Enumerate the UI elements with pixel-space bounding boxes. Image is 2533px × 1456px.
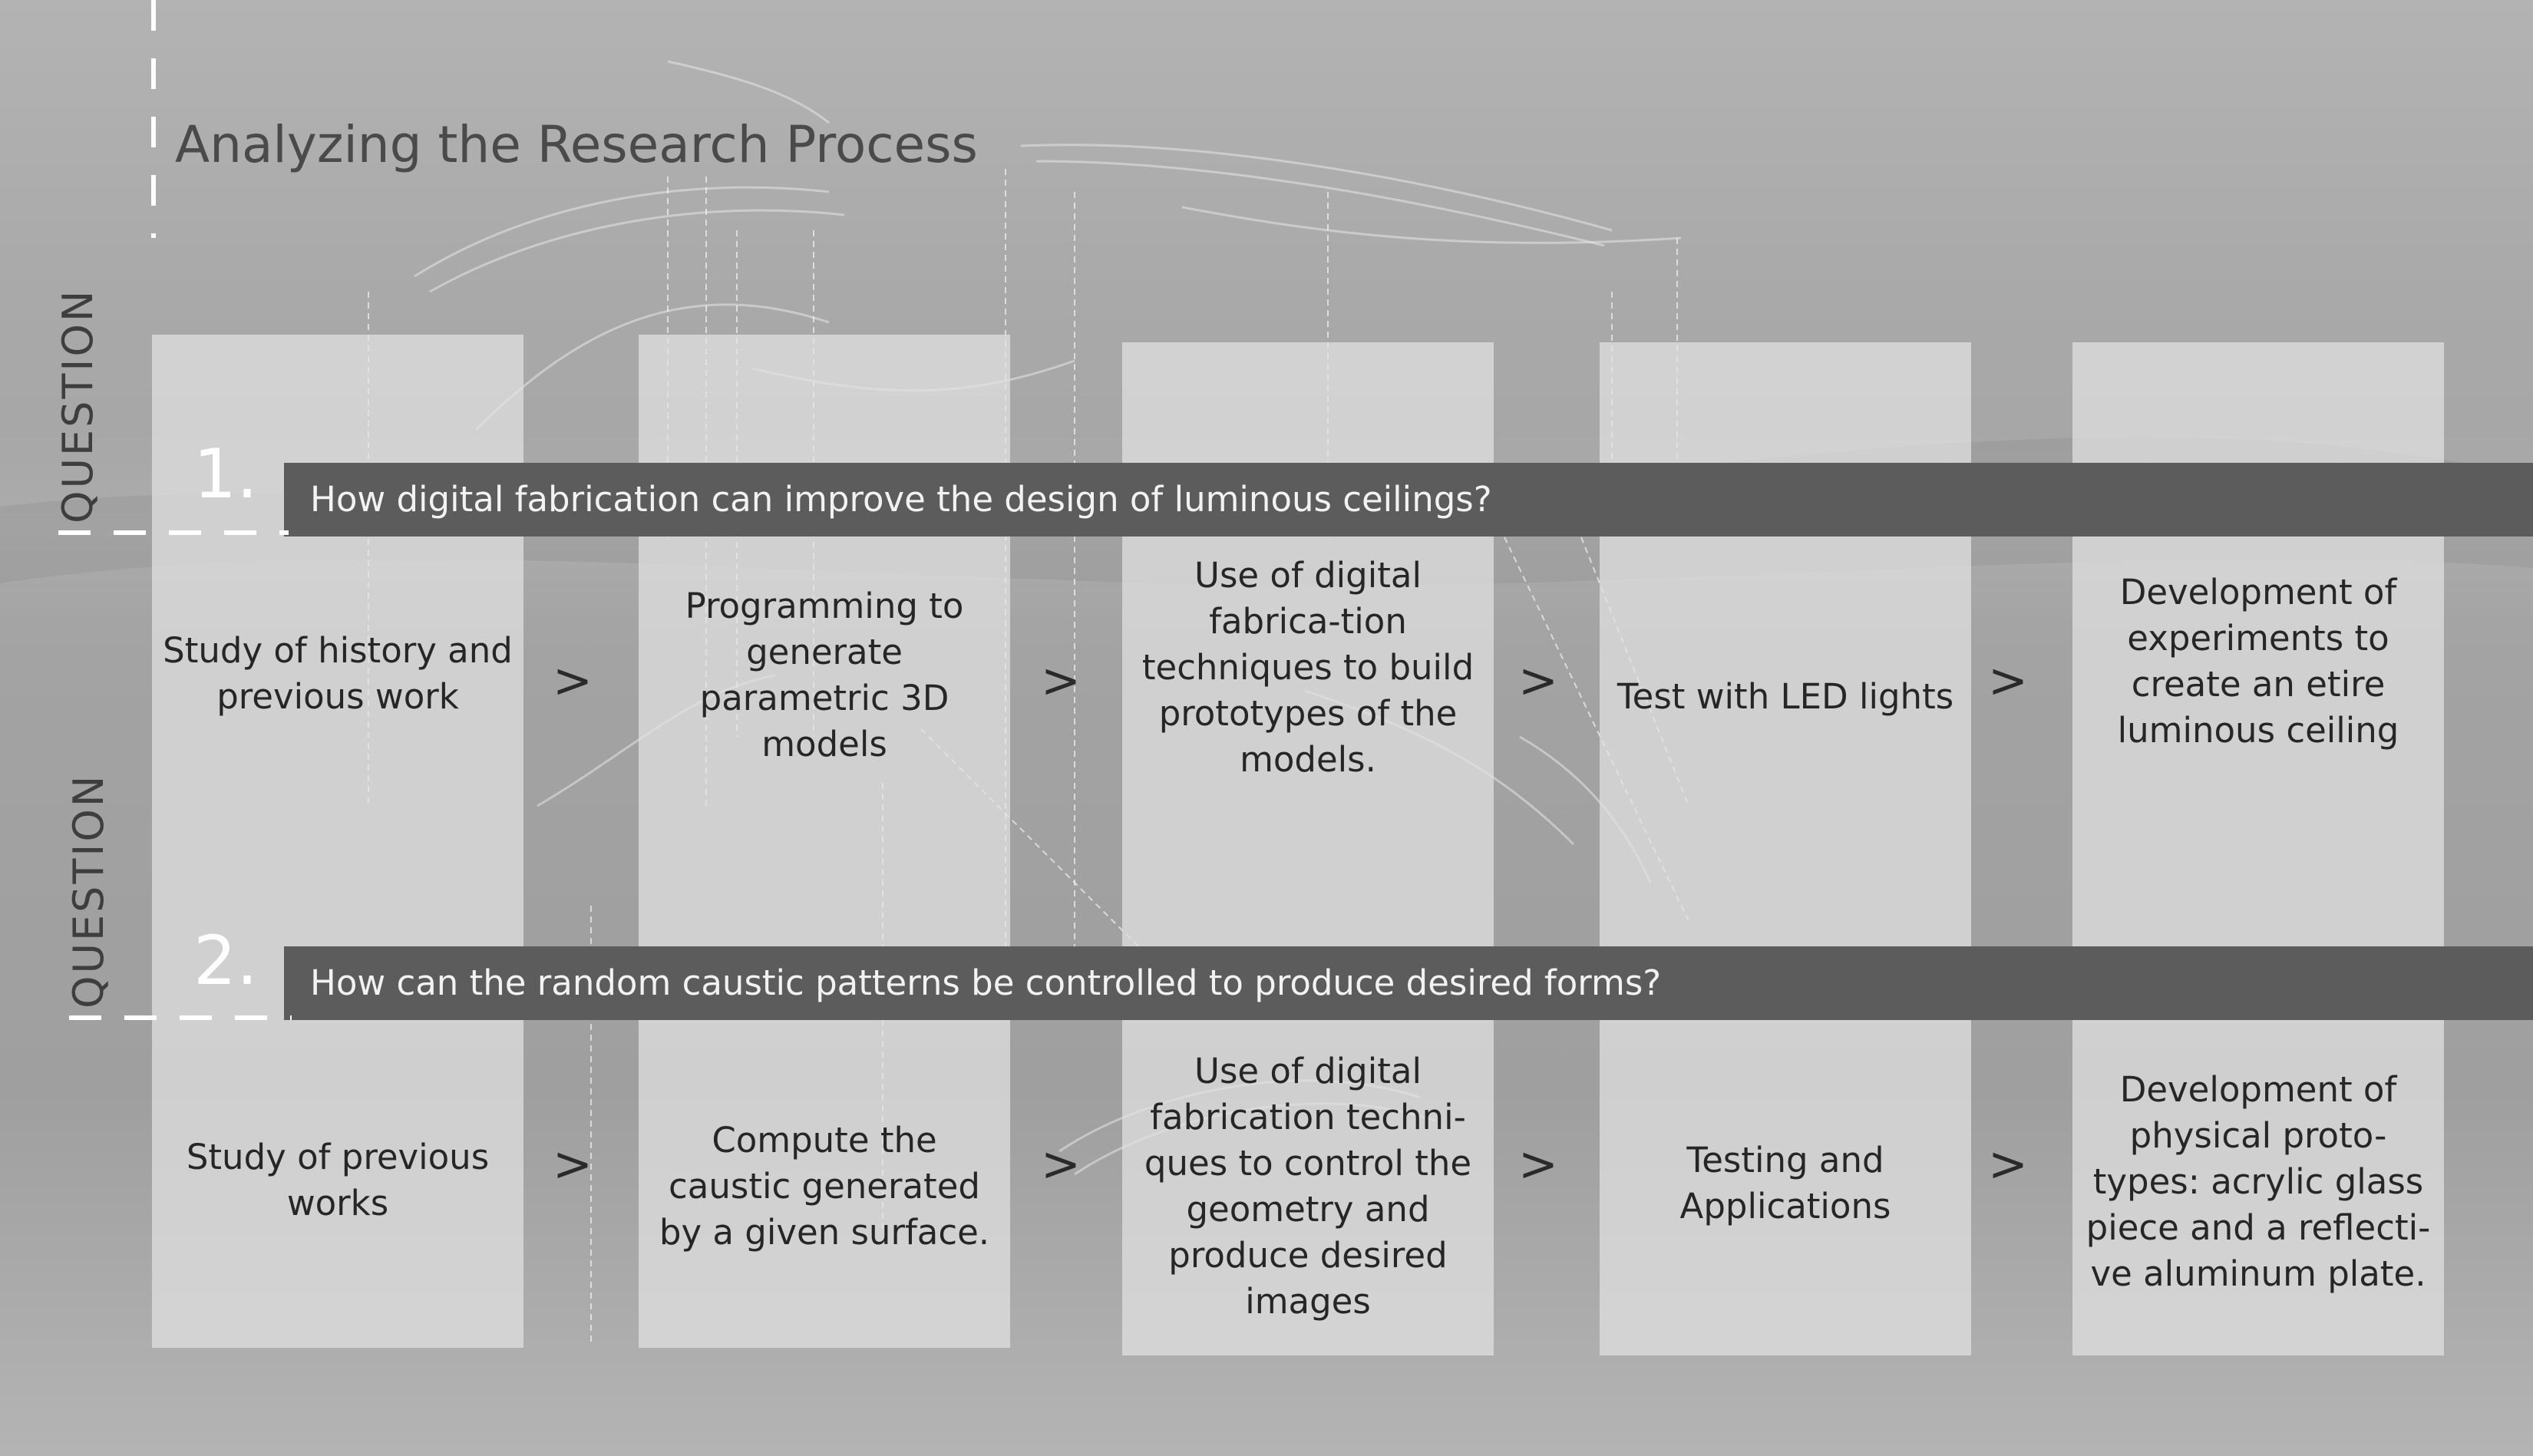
q1-arrow-2: > — [1041, 652, 1081, 708]
question-1-dashed-line — [58, 530, 289, 535]
question-1-bar: How digital fabrication can improve the … — [284, 463, 2533, 537]
q2-step-5: Development of physical proto-types: acr… — [2086, 1069, 2431, 1294]
question-2-bar: How can the random caustic patterns be c… — [284, 946, 2533, 1020]
question-2-side-label: QUESTION — [64, 773, 113, 1009]
q1-arrow-1: > — [553, 652, 593, 708]
question-1-text: How digital fabrication can improve the … — [310, 479, 1492, 520]
q2-step-3: Use of digital fabrication techni-ques t… — [1144, 1051, 1472, 1322]
q1-step-2: Programming to generate parametric 3D mo… — [685, 586, 964, 764]
q1-arrow-4: > — [1988, 652, 2028, 708]
question-1-side-label: QUESTION — [54, 288, 102, 523]
q2-arrow-3: > — [1518, 1136, 1558, 1192]
title-dashed-marker — [151, 0, 156, 238]
question-2-dashed-line — [69, 1015, 292, 1020]
q1-step-5: Development of experiments to create an … — [2117, 572, 2399, 751]
q2-arrow-1: > — [553, 1136, 593, 1192]
q1-arrow-3: > — [1518, 652, 1558, 708]
q2-arrow-2: > — [1041, 1136, 1081, 1192]
q1-step-1: Study of history and previous work — [163, 630, 513, 717]
page-title: Analyzing the Research Process — [175, 115, 978, 174]
q2-step-1: Study of previous works — [186, 1137, 490, 1223]
q1-step-3: Use of digital fabrica-tion techniques t… — [1141, 555, 1475, 780]
question-2-text: How can the random caustic patterns be c… — [310, 962, 1662, 1003]
q1-step-4: Test with LED lights — [1617, 676, 1954, 717]
question-2-number: 2. — [193, 921, 258, 1000]
q2-step-2: Compute the caustic generated by a given… — [659, 1120, 990, 1253]
question-1-number: 1. — [193, 434, 258, 513]
q2-step-4: Testing and Applications — [1679, 1140, 1891, 1227]
q2-arrow-4: > — [1988, 1136, 2028, 1192]
